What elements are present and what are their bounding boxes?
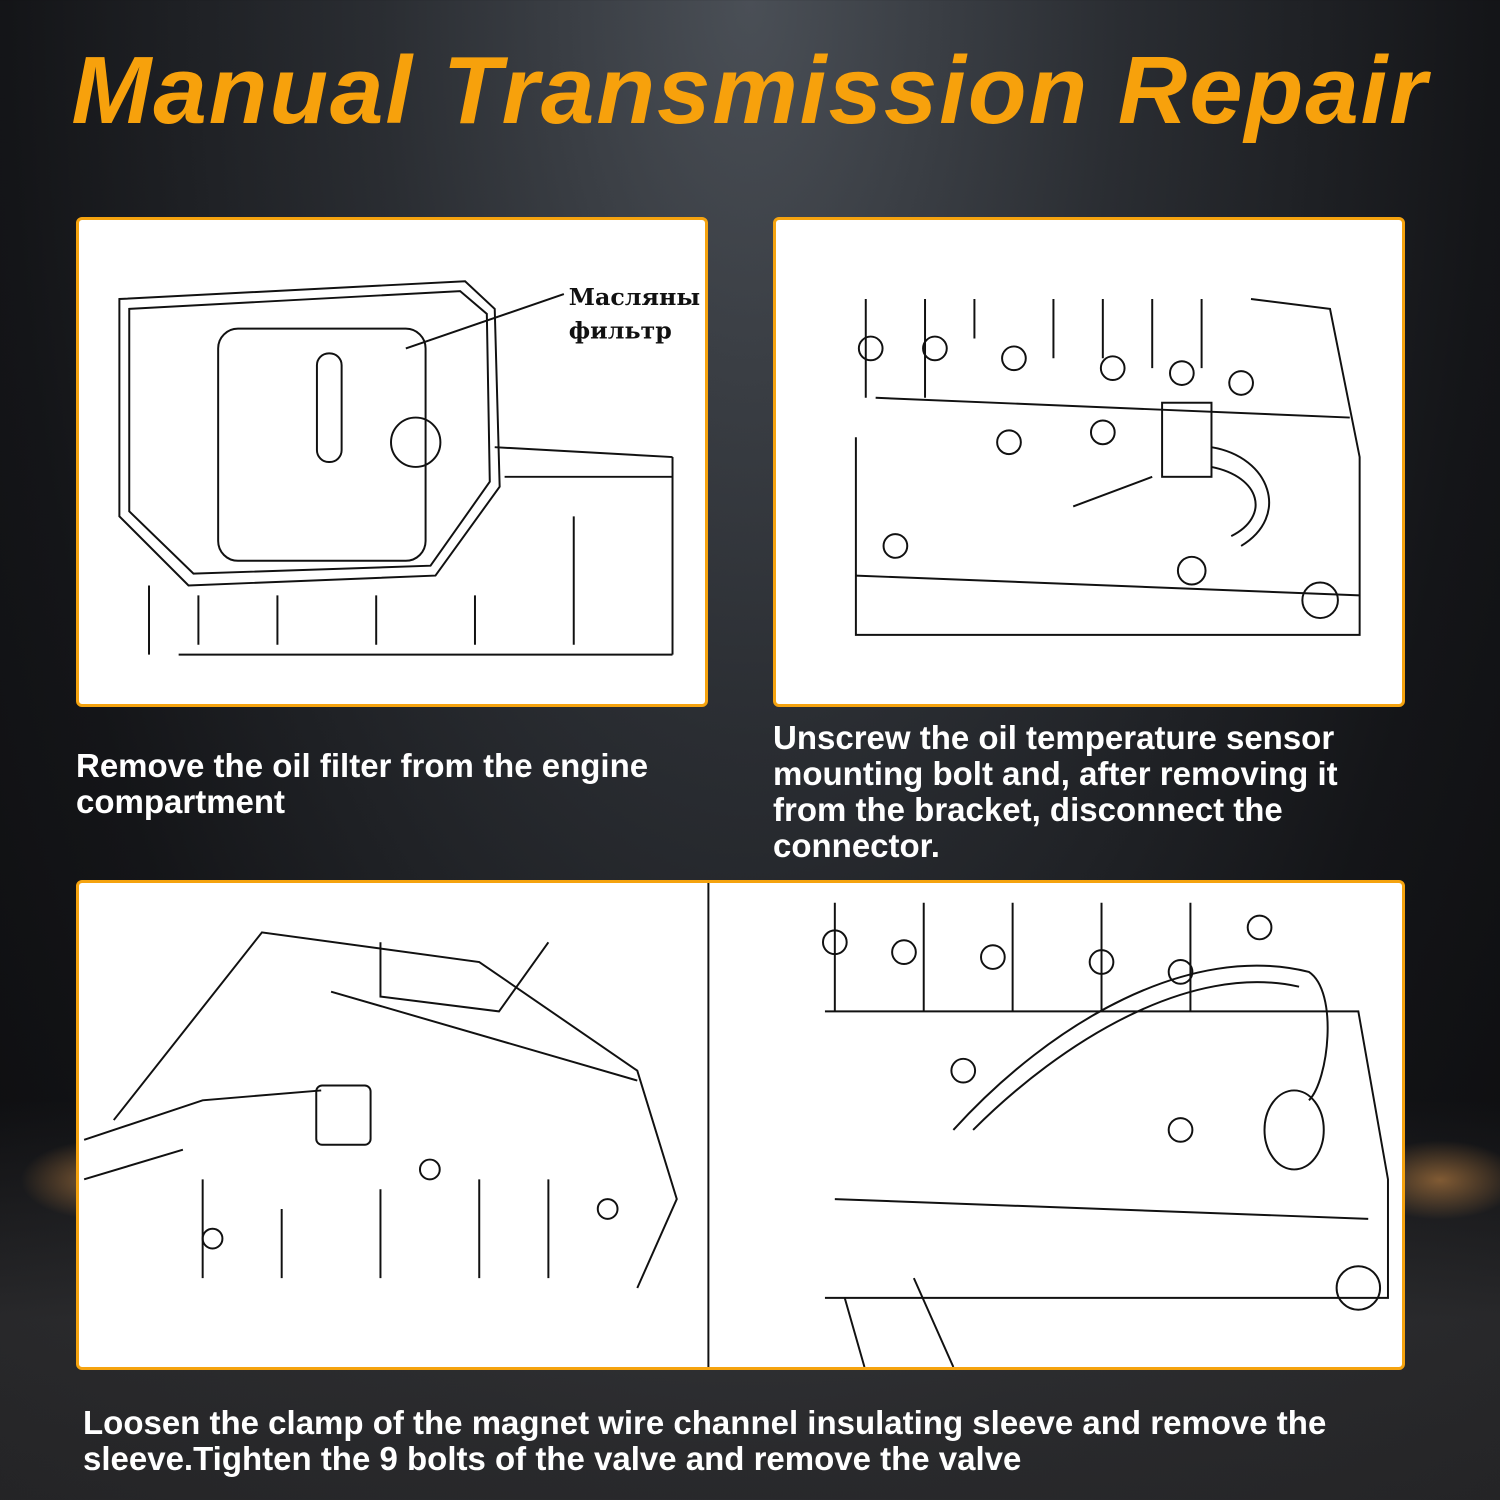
step-1-caption: Remove the oil filter from the engine co… [76, 747, 649, 820]
svg-text:фильтр: фильтр [569, 317, 672, 345]
page-title: Manual Transmission Repair [71, 37, 1429, 144]
oil-filter-diagram: Масляны фильтр [76, 217, 708, 707]
valve-removal-diagram [76, 880, 1405, 1370]
diagram-label: Масляны [569, 283, 700, 311]
step-2-caption: Unscrew the oil temperature sensor mount… [773, 719, 1338, 864]
sensor-diagram [773, 217, 1405, 707]
step-3-caption: Loosen the clamp of the magnet wire chan… [83, 1404, 1327, 1477]
